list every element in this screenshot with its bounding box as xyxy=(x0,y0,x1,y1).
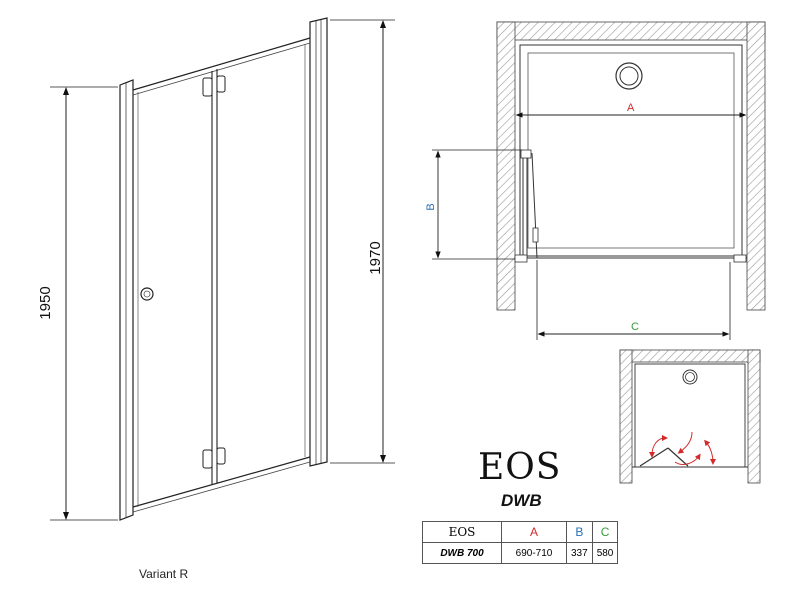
header-a: A xyxy=(501,521,567,543)
header-model: EOS xyxy=(422,521,502,543)
drain-icon xyxy=(615,62,643,90)
row-c: 580 xyxy=(591,542,619,564)
spec-table: EOS A B C DWB 700 690-710 337 580 xyxy=(422,521,619,564)
height-label-1970: 1970 xyxy=(367,241,384,274)
product-name: EOS xyxy=(478,447,562,488)
label-b: B xyxy=(425,203,437,210)
height-dimension-1950: 1950 xyxy=(37,86,118,521)
label-a: A xyxy=(627,102,635,114)
swing-plan-view xyxy=(619,349,761,484)
swing-arrow-icon xyxy=(649,431,716,465)
spec-table-header: EOS A B C xyxy=(422,521,619,543)
door-handle-icon xyxy=(140,287,154,301)
hinge-icon xyxy=(202,75,226,97)
label-c: C xyxy=(631,321,639,333)
height-label-1950: 1950 xyxy=(37,286,54,319)
hinge-icon xyxy=(202,447,226,469)
row-a: 690-710 xyxy=(501,542,567,564)
front-elevation xyxy=(119,17,328,521)
variant-label: Variant R xyxy=(139,567,189,581)
row-model: DWB 700 xyxy=(422,542,502,564)
product-model-line: DWB xyxy=(501,491,542,510)
header-b: B xyxy=(566,521,593,543)
plan-view: A B C xyxy=(425,21,766,340)
header-c: C xyxy=(591,521,619,543)
height-dimension-1970: 1970 xyxy=(330,19,395,464)
table-row: DWB 700 690-710 337 580 xyxy=(422,542,619,564)
row-b: 337 xyxy=(566,542,593,564)
